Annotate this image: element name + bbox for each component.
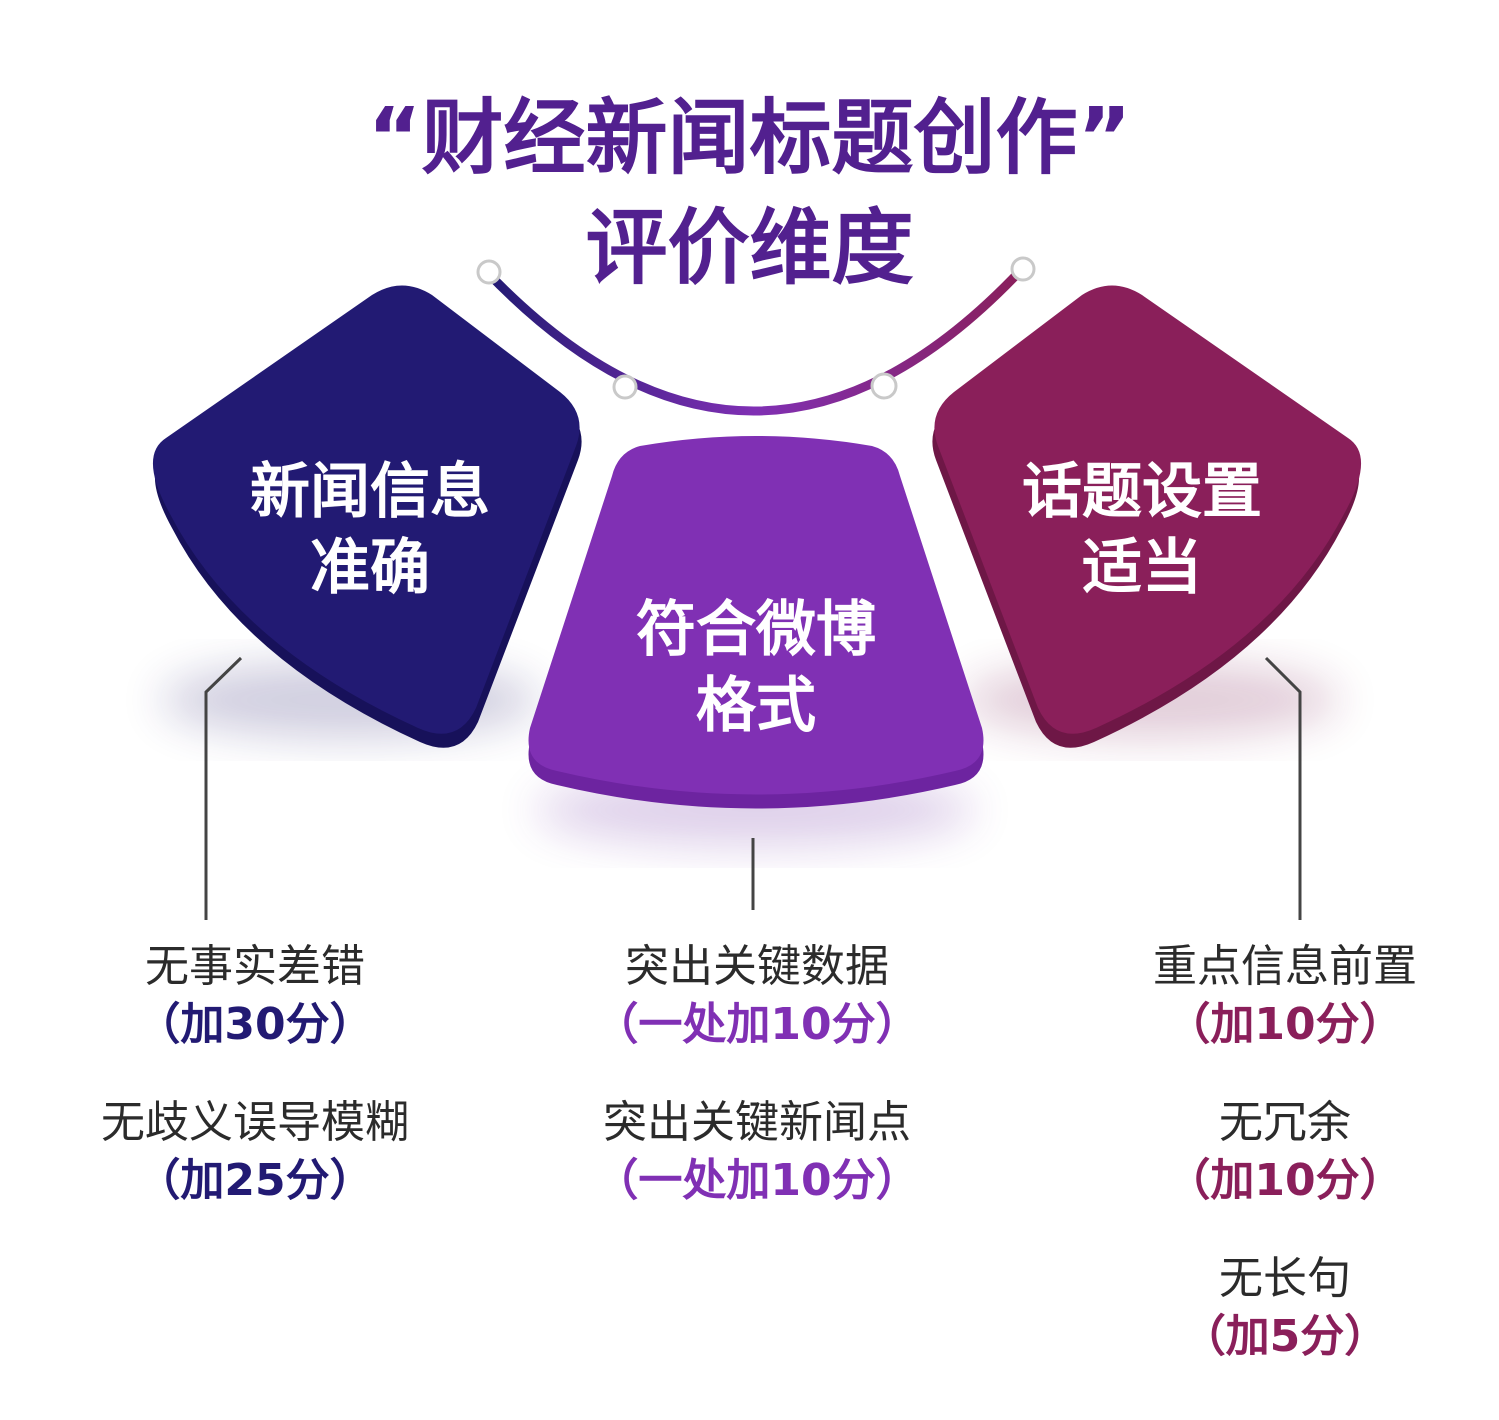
criterion-score: （加10分） bbox=[1166, 1155, 1404, 1206]
dimension-label-weibo-format: 符合微博 格式 bbox=[586, 592, 926, 744]
title-line-2: 评价维度 bbox=[585, 201, 914, 296]
shape-left bbox=[152, 285, 580, 734]
dimension-label-accuracy: 新闻信息 准确 bbox=[200, 454, 540, 606]
connector-arc bbox=[482, 263, 1028, 416]
dimension-label-line: 新闻信息 bbox=[250, 457, 490, 527]
dimension-label-line: 适当 bbox=[1082, 533, 1202, 603]
criterion-text: 突出关键数据 bbox=[625, 941, 889, 992]
criterion-text: 无长句 bbox=[1219, 1253, 1351, 1304]
arc-node-right-end bbox=[1010, 256, 1036, 282]
criterion-text: 重点信息前置 bbox=[1153, 941, 1417, 992]
criterion-item: 突出关键新闻点 （一处加10分） bbox=[532, 1094, 982, 1210]
criterion-score: （加30分） bbox=[136, 999, 374, 1050]
criterion-score: （加25分） bbox=[136, 1155, 374, 1206]
criterion-item: 突出关键数据 （一处加10分） bbox=[532, 938, 982, 1054]
dimension-label-topic-setting: 话题设置 适当 bbox=[972, 454, 1312, 606]
dimension-label-line: 符合微博 bbox=[636, 595, 876, 665]
leader-line-right bbox=[1264, 656, 1302, 920]
shape-right bbox=[934, 285, 1362, 734]
criterion-item: 无歧义误导模糊 （加25分） bbox=[30, 1094, 480, 1210]
criterion-score: （一处加10分） bbox=[594, 1155, 920, 1206]
criterion-text: 无冗余 bbox=[1219, 1097, 1351, 1148]
criterion-score: （一处加10分） bbox=[594, 999, 920, 1050]
dimension-label-line: 格式 bbox=[696, 671, 816, 741]
leader-line-left bbox=[204, 656, 243, 920]
criterion-item: 无长句 （加5分） bbox=[1060, 1250, 1499, 1366]
criterion-text: 无事实差错 bbox=[145, 941, 365, 992]
dimension-label-line: 准确 bbox=[310, 533, 430, 603]
arc-node-left-end bbox=[476, 259, 502, 285]
criterion-item: 无冗余 （加10分） bbox=[1060, 1094, 1499, 1210]
title-line-1: “财经新闻标题创作” bbox=[367, 91, 1132, 186]
criterion-item: 重点信息前置 （加10分） bbox=[1060, 938, 1499, 1054]
arc-node-left-mid bbox=[612, 374, 638, 400]
dimension-label-line: 话题设置 bbox=[1022, 457, 1262, 527]
arc-node-right-mid bbox=[870, 372, 898, 400]
criterion-item: 无事实差错 （加30分） bbox=[30, 938, 480, 1054]
criterion-text: 无歧义误导模糊 bbox=[101, 1097, 409, 1148]
criterion-score: （加10分） bbox=[1166, 999, 1404, 1050]
criterion-score: （加5分） bbox=[1181, 1311, 1389, 1362]
criterion-text: 突出关键新闻点 bbox=[603, 1097, 911, 1148]
shape-center bbox=[528, 436, 984, 795]
